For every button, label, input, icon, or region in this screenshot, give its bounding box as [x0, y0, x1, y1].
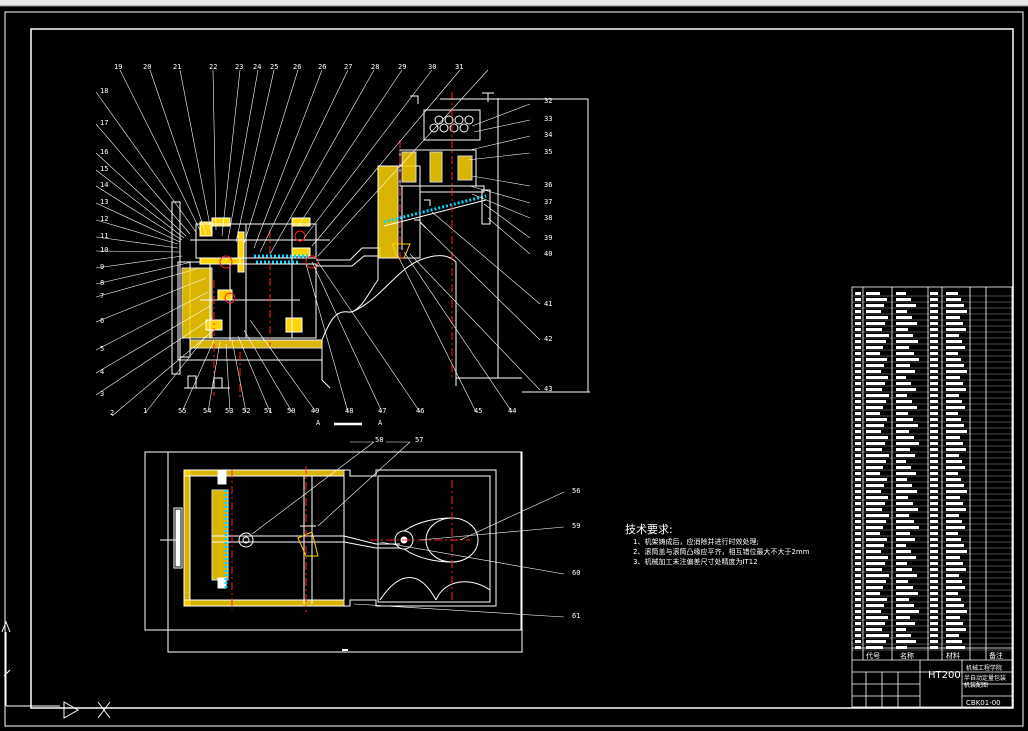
plan-view — [144, 451, 523, 653]
part-number-label: 24 — [253, 63, 262, 71]
part-number-label: 20 — [143, 63, 152, 71]
part-number-label: 22 — [209, 63, 218, 71]
part-number-label: 44 — [508, 407, 517, 415]
part-number-label: 26 — [318, 63, 327, 71]
part-number-label: 58 — [375, 436, 384, 444]
part-number-label: 29 — [398, 63, 407, 71]
material-label: HT200 — [928, 670, 961, 681]
part-number-label: 38 — [544, 214, 553, 222]
part-number-label: 15 — [100, 165, 109, 173]
part-number-label: 8 — [100, 279, 105, 287]
technical-requirements: 技术要求: 1、机架铸成后，应消除并进行时效处理; 2、滚筒盖与滚筒凸缘应平齐，… — [625, 521, 810, 567]
section-mark-right: A — [378, 419, 383, 427]
header-code: 代号 — [866, 652, 880, 660]
part-number-label: 3 — [100, 390, 105, 398]
part-number-label: 37 — [544, 198, 553, 206]
part-number-label: 53 — [225, 407, 234, 415]
part-number-label: 13 — [100, 198, 109, 206]
part-number-label: 50 — [287, 407, 296, 415]
part-number-label: 16 — [100, 148, 109, 156]
part-number-label: 36 — [544, 181, 553, 189]
part-number-label: 12 — [100, 215, 109, 223]
part-number-label: 48 — [345, 407, 354, 415]
part-number-label: 33 — [544, 115, 553, 123]
section-mark-left: A — [316, 419, 321, 427]
part-number-label: 5 — [100, 345, 105, 353]
leader-lines-front — [95, 69, 541, 417]
part-number-label: 57 — [415, 436, 424, 444]
part-number-label: 55 — [178, 407, 187, 415]
part-number-label: 47 — [378, 407, 387, 415]
part-number-label: 51 — [264, 407, 273, 415]
part-number-label: 35 — [544, 148, 553, 156]
part-number-label: 32 — [544, 97, 553, 105]
part-number-label: 6 — [100, 317, 105, 325]
part-number-label: 10 — [100, 246, 109, 254]
part-number-label: 43 — [544, 385, 553, 393]
part-number-label: 60 — [572, 569, 581, 577]
part-number-label: 59 — [572, 522, 581, 530]
tech-note-2: 2、滚筒盖与滚筒凸缘应平齐，相互错位最大不大于2mm — [633, 548, 810, 556]
ucs-icon — [1, 620, 111, 719]
part-number-label: 4 — [100, 368, 105, 376]
part-number-label: 11 — [100, 232, 109, 240]
part-number-label: 42 — [544, 335, 553, 343]
drawing-number: CBK01-00 — [966, 699, 1001, 707]
part-number-label: 54 — [203, 407, 212, 415]
part-number-label: 1 — [143, 407, 148, 415]
part-number-label: 19 — [114, 63, 123, 71]
part-number-label: 7 — [100, 292, 105, 300]
technical-requirements-title: 技术要求: — [625, 523, 673, 536]
part-number-label: 25 — [270, 63, 279, 71]
part-number-label: 2 — [110, 409, 115, 417]
outer-frame — [4, 11, 1024, 727]
part-number-label: 17 — [100, 119, 109, 127]
part-number-label: 49 — [311, 407, 320, 415]
front-section-view — [171, 92, 590, 426]
toolbar-strip[interactable] — [0, 0, 1028, 6]
part-number-label: 45 — [474, 407, 483, 415]
part-number-label: 31 — [455, 63, 464, 71]
part-number-label: 23 — [235, 63, 244, 71]
tech-note-1: 1、机架铸成后，应消除并进行时效处理; — [633, 538, 759, 546]
drawing-title: 半自动定量包装机装配图 — [964, 675, 1007, 689]
part-number-label: 52 — [242, 407, 251, 415]
part-number-label: 56 — [572, 487, 581, 495]
part-number-label: 28 — [371, 63, 380, 71]
school-name: 机械工程学院 — [966, 665, 1003, 672]
part-number-label: 14 — [100, 181, 109, 189]
tech-note-3: 3、机械加工未注偏差尺寸处精度为IT12 — [633, 558, 758, 566]
parts-list-rows — [852, 292, 1012, 651]
part-number-label: 30 — [428, 63, 437, 71]
header-material: 材料 — [946, 652, 960, 660]
part-number-label: 18 — [100, 87, 109, 95]
part-number-label: 34 — [544, 131, 553, 139]
header-remark: 备注 — [989, 652, 1003, 660]
part-number-label: 21 — [173, 63, 182, 71]
part-number-label: 27 — [344, 63, 353, 71]
inner-frame — [30, 28, 1014, 709]
part-number-label: 61 — [572, 612, 581, 620]
part-number-label: 26 — [293, 63, 302, 71]
leader-lines-plan — [251, 441, 565, 618]
part-number-label: 40 — [544, 250, 553, 258]
part-number-label: 46 — [416, 407, 425, 415]
header-name: 名称 — [900, 652, 914, 660]
part-number-label: 39 — [544, 234, 553, 242]
part-number-label: 41 — [544, 300, 553, 308]
part-number-label: 9 — [100, 263, 105, 271]
